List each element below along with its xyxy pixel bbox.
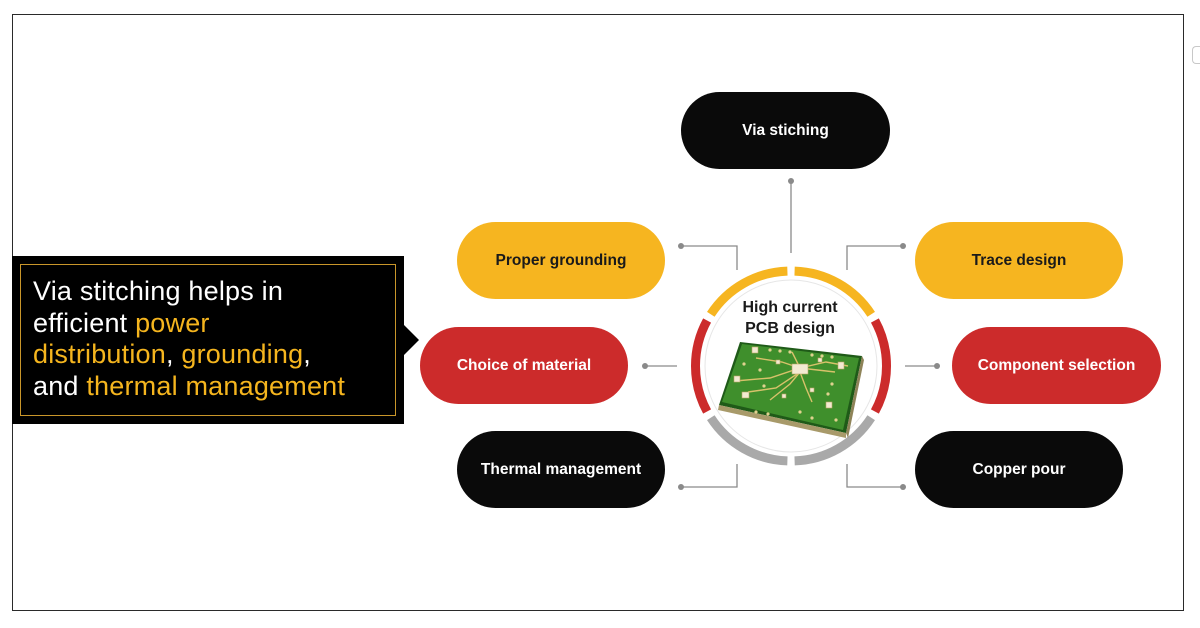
- node-label: Copper pour: [972, 460, 1066, 478]
- callout-pointer: [403, 324, 419, 356]
- callout-line-4: and thermal management: [33, 370, 346, 401]
- callout-line-3: distribution, grounding,: [33, 339, 311, 369]
- hub-title: High current PCB design: [700, 297, 880, 339]
- node-choice-of-material: Choice of material: [420, 327, 628, 404]
- callout-line-1: Via stitching helps in: [33, 276, 284, 306]
- hub-title-line-2: PCB design: [745, 320, 835, 337]
- callout-highlight-distribution: distribution: [33, 339, 166, 369]
- edge-tab: [1192, 46, 1200, 64]
- node-label: Thermal management: [480, 460, 642, 478]
- node-proper-grounding: Proper grounding: [457, 222, 665, 299]
- connector-dot-choice-material: [642, 363, 648, 369]
- connector-dot-copper-pour: [900, 484, 906, 490]
- callout-box: [12, 256, 404, 424]
- node-label: Trace design: [971, 251, 1067, 269]
- ring-segment-red-left: [690, 318, 712, 414]
- pcb-board-image: [718, 342, 864, 438]
- hub-title-line-1: High current: [742, 299, 838, 316]
- node-via-stiching: Via stiching: [681, 92, 890, 169]
- ring-segment-yellow-left: [707, 266, 788, 317]
- node-thermal-management: Thermal management: [457, 431, 665, 508]
- node-label: Choice of material: [456, 356, 592, 374]
- connector-copper-pour: [846, 464, 903, 488]
- callout-text: Via stitching helps in efficient power d…: [33, 276, 403, 402]
- connector-dot-thermal: [678, 484, 684, 490]
- connector-dot-via: [788, 178, 794, 184]
- ring-segment-gray-left: [707, 415, 788, 466]
- ring-segment-gray-right: [794, 415, 875, 466]
- ring-segment-red-right: [870, 318, 892, 414]
- node-component-selection: Component selection: [952, 327, 1161, 404]
- callout-highlight-thermal: thermal management: [86, 370, 346, 401]
- callout-border: [20, 264, 396, 416]
- callout-highlight-power: power: [135, 307, 210, 338]
- connector-dot-proper-grounding: [678, 243, 684, 249]
- node-label: Proper grounding: [495, 251, 627, 269]
- connector-proper-grounding: [681, 245, 738, 270]
- connector-dot-component-selection: [934, 363, 940, 369]
- node-label: Component selection: [977, 356, 1136, 374]
- node-label: Via stiching: [742, 121, 829, 139]
- callout-line-2: efficient power: [33, 307, 210, 338]
- ring-segment-yellow-right: [794, 266, 875, 317]
- connector-dot-trace-design: [900, 243, 906, 249]
- connector-trace-design: [846, 245, 903, 270]
- node-trace-design: Trace design: [915, 222, 1123, 299]
- callout-highlight-grounding: grounding: [181, 339, 304, 369]
- connector-thermal: [681, 464, 738, 488]
- node-copper-pour: Copper pour: [915, 431, 1123, 508]
